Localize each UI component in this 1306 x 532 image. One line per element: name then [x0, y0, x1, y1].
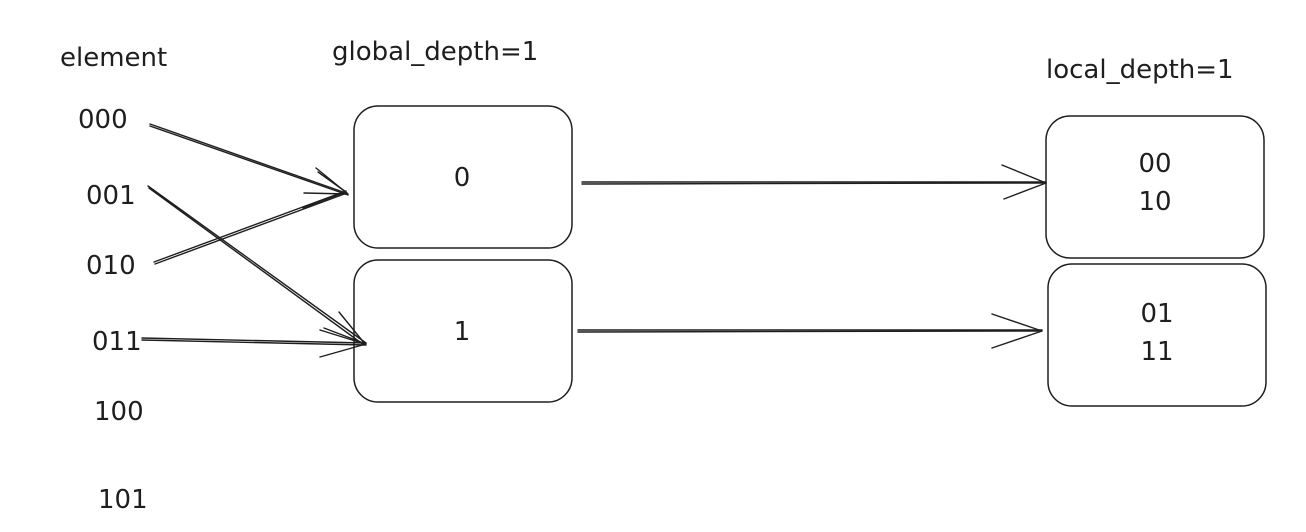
- arrow-011-to-slot-1: [141, 327, 367, 358]
- bucket-1-line-2: 11: [1140, 337, 1173, 367]
- element-item-010: 010: [86, 251, 136, 281]
- element-item-101: 101: [98, 485, 148, 515]
- bucket-0-line-1: 00: [1138, 149, 1171, 179]
- arrow-slot-1-to-bucket-1: [577, 313, 1043, 349]
- directory-slot-1-label: 1: [454, 317, 471, 347]
- global-depth-label: global_depth=1: [332, 37, 538, 67]
- bucket-1: 01 11: [1047, 263, 1267, 407]
- bucket-0: 00 10: [1045, 115, 1265, 259]
- bucket-0-box: [1045, 115, 1265, 259]
- arrow-000-to-slot-0: [149, 123, 349, 196]
- directory-slot-0: 0: [353, 105, 573, 249]
- element-item-000: 000: [78, 105, 128, 135]
- local-depth-label: local_depth=1: [1046, 55, 1234, 85]
- arrow-001-to-slot-1: [147, 185, 367, 346]
- element-item-011: 011: [92, 327, 142, 357]
- element-item-100: 100: [94, 397, 144, 427]
- arrow-slot-0-to-bucket-0: [581, 164, 1047, 200]
- directory-slot-0-box: [353, 105, 573, 249]
- arrow-010-to-slot-0: [153, 171, 348, 265]
- element-header: element: [60, 43, 167, 73]
- element-item-001: 001: [86, 181, 136, 211]
- bucket-1-box: [1047, 263, 1267, 407]
- directory-slot-0-label: 0: [454, 163, 471, 193]
- bucket-1-line-1: 01: [1140, 299, 1173, 329]
- bucket-0-line-2: 10: [1138, 187, 1171, 217]
- directory-slot-1: 1: [353, 259, 573, 403]
